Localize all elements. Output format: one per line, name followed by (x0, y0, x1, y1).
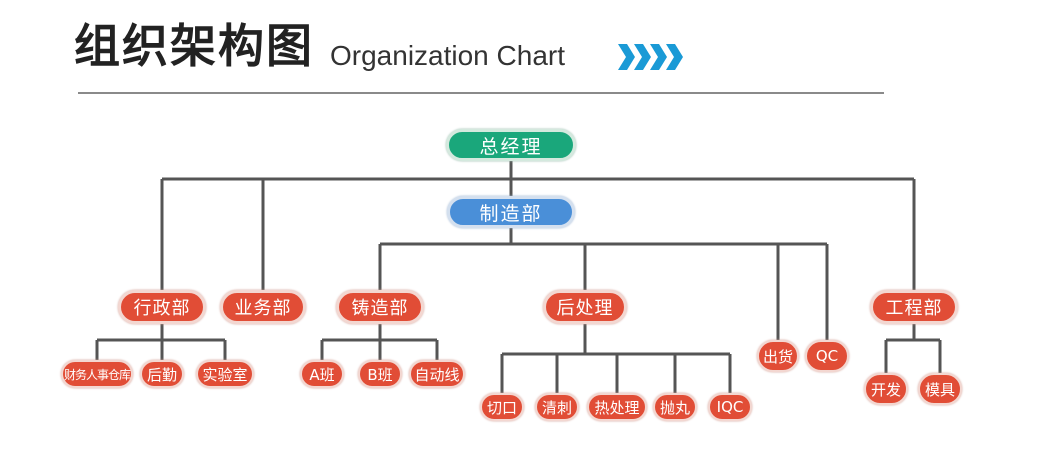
page-subtitle: Organization Chart (330, 40, 566, 71)
node-finance-hr-warehouse: 财务人事仓库 (61, 360, 133, 388)
page-title: 组织架构图 (74, 19, 314, 73)
node-laboratory: 实验室 (196, 360, 254, 388)
node-casting: 铸造部 (336, 290, 424, 324)
node-manufacturing: 制造部 (447, 196, 575, 228)
node-engineering: 工程部 (870, 290, 958, 324)
node-mold: 模具 (918, 373, 962, 405)
node-business: 业务部 (220, 290, 306, 324)
node-admin: 行政部 (118, 290, 206, 324)
node-automatic-line: 自动线 (409, 360, 465, 388)
node-general-manager: 总经理 (446, 129, 576, 161)
node-post-processing: 后处理 (543, 290, 627, 324)
node-iqc: IQC (708, 393, 752, 421)
node-shot-blasting: 抛丸 (653, 393, 697, 421)
node-team-a: A班 (300, 360, 344, 388)
node-deburring: 清刺 (535, 393, 579, 421)
node-qc: QC (805, 340, 849, 372)
node-team-b: B班 (358, 360, 402, 388)
node-development: 开发 (864, 373, 908, 405)
chevron-right-icon (618, 44, 683, 70)
header-divider (78, 92, 884, 94)
node-heat-treatment: 热处理 (587, 393, 647, 421)
node-shipping: 出货 (757, 340, 799, 372)
header: 组织架构图 Organization Chart (0, 0, 1060, 100)
node-cutting: 切口 (480, 393, 524, 421)
node-logistics: 后勤 (140, 360, 184, 388)
